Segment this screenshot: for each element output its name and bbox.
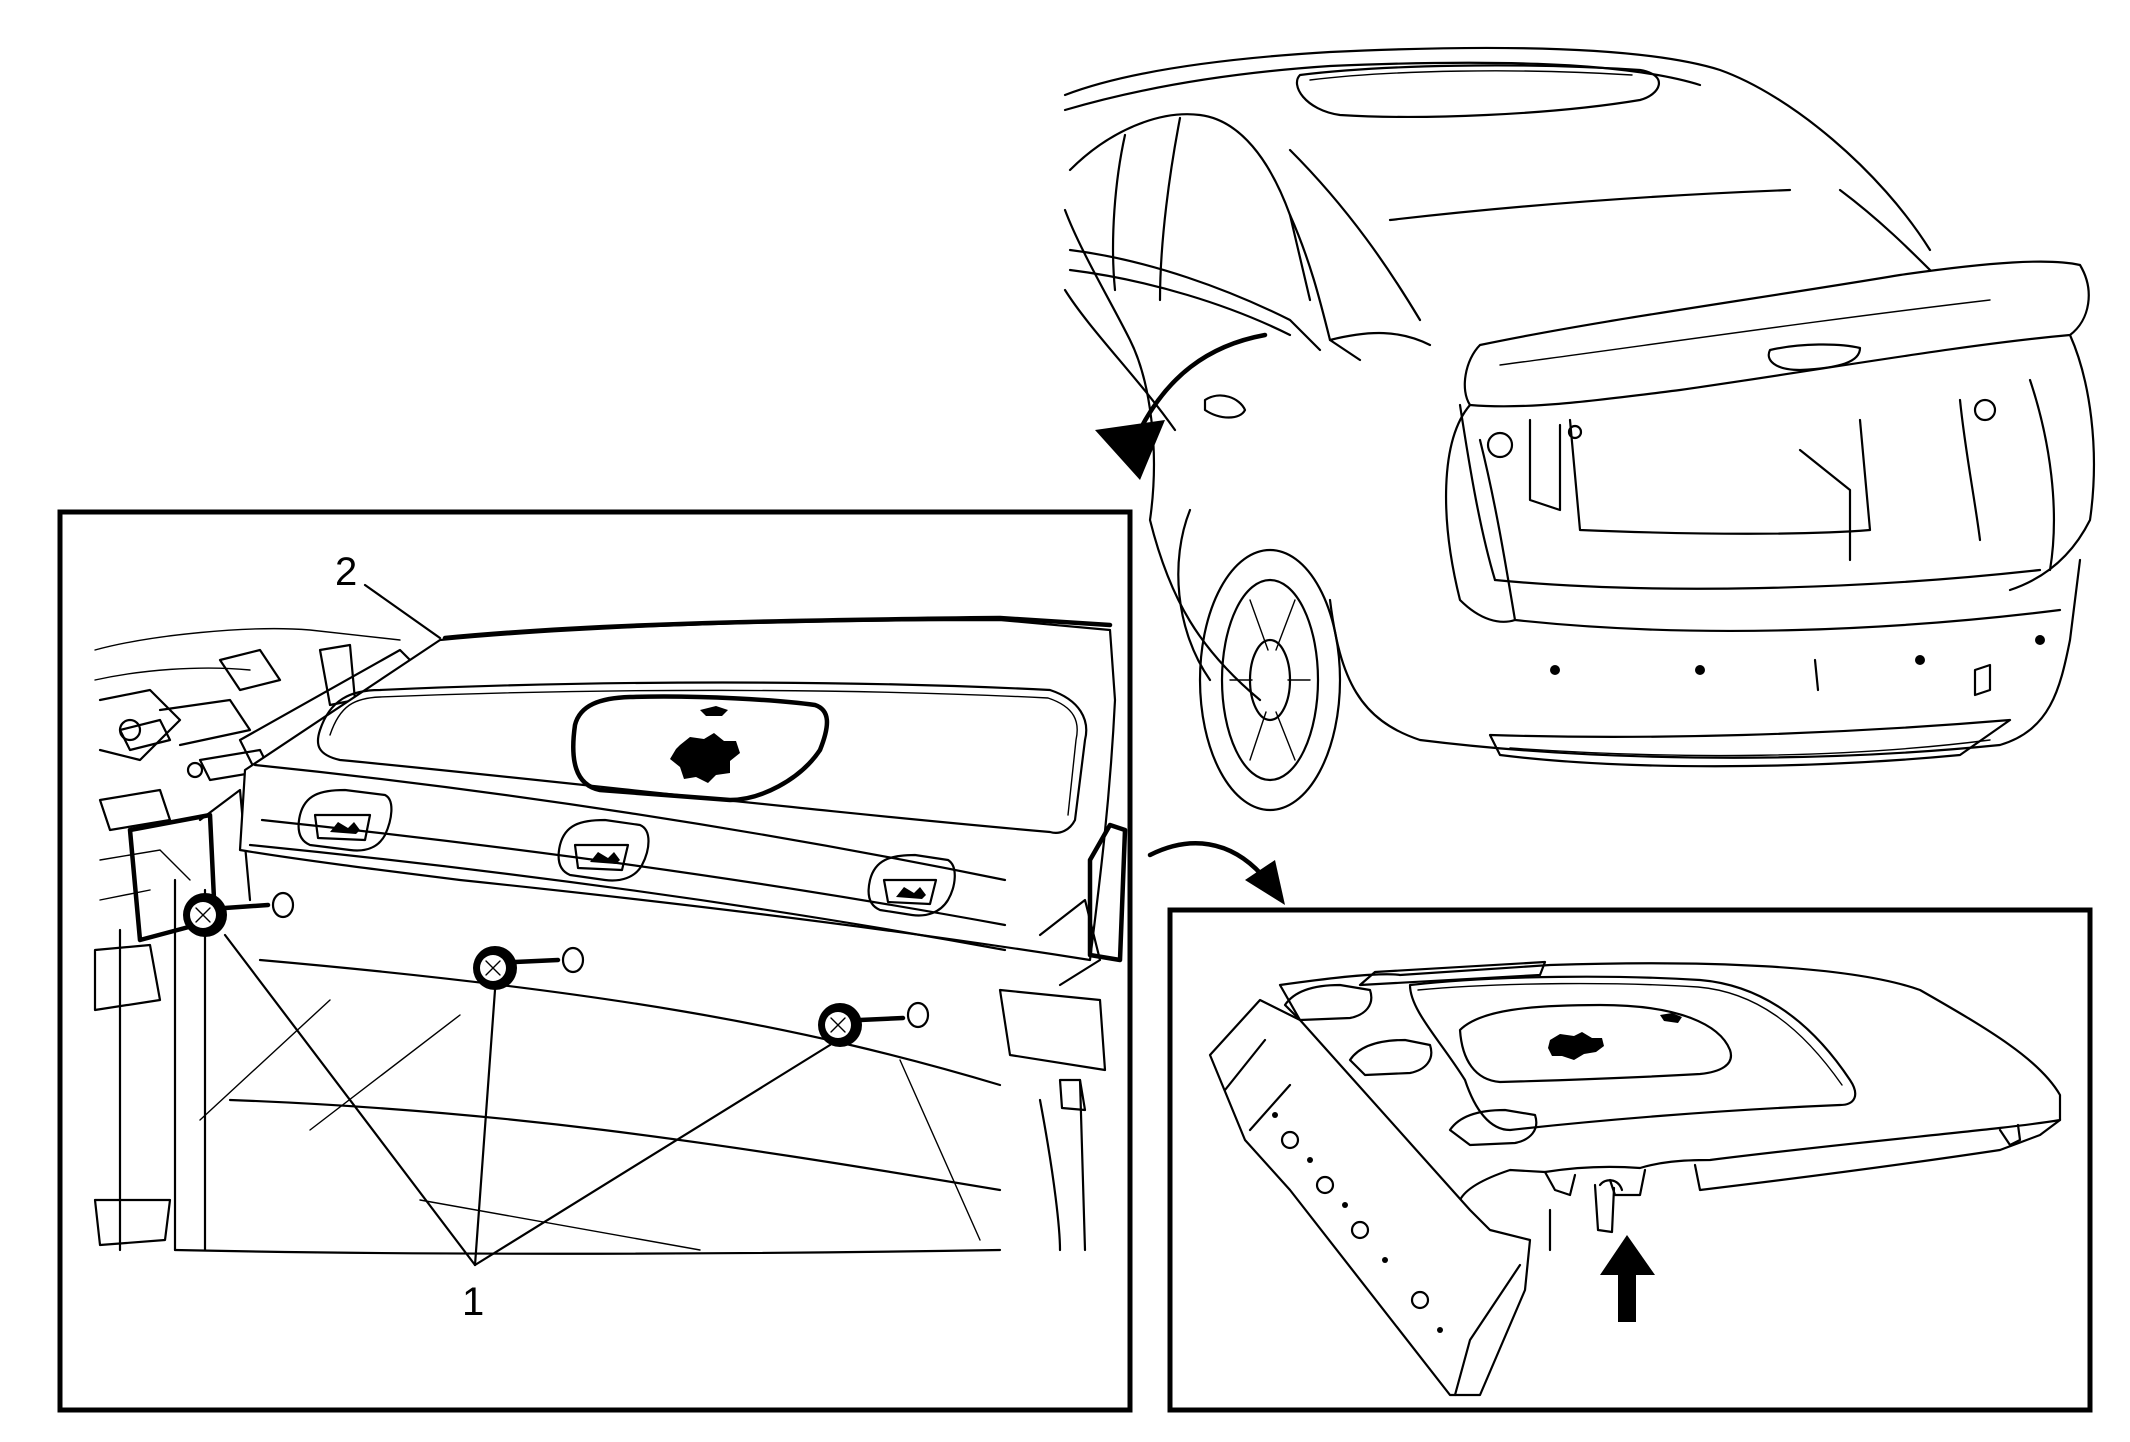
- push-pin-fastener-right: [818, 1003, 906, 1047]
- push-pin-fastener-left: [183, 893, 271, 937]
- lift-arrow-up: [1600, 1235, 1655, 1322]
- callout-1: 1: [462, 1280, 484, 1324]
- anchor-pocket-right: [867, 853, 956, 917]
- detail-panel-fasteners: 1 2: [57, 509, 1133, 1413]
- anchor-pocket-center: [557, 818, 650, 882]
- leader-line-1a: [223, 933, 477, 1267]
- vehicle-rear-view: [1063, 46, 2096, 812]
- push-pin-fastener-center: [473, 946, 561, 990]
- transition-arrow: [1147, 841, 1285, 905]
- callout-2: 2: [335, 550, 357, 594]
- leader-line-1c: [473, 1043, 832, 1267]
- anchor-pocket-left: [297, 788, 393, 852]
- leader-line-1b: [473, 988, 497, 1267]
- leader-line-2: [363, 583, 442, 640]
- detail-panel-removed-shelf: [1167, 907, 2093, 1413]
